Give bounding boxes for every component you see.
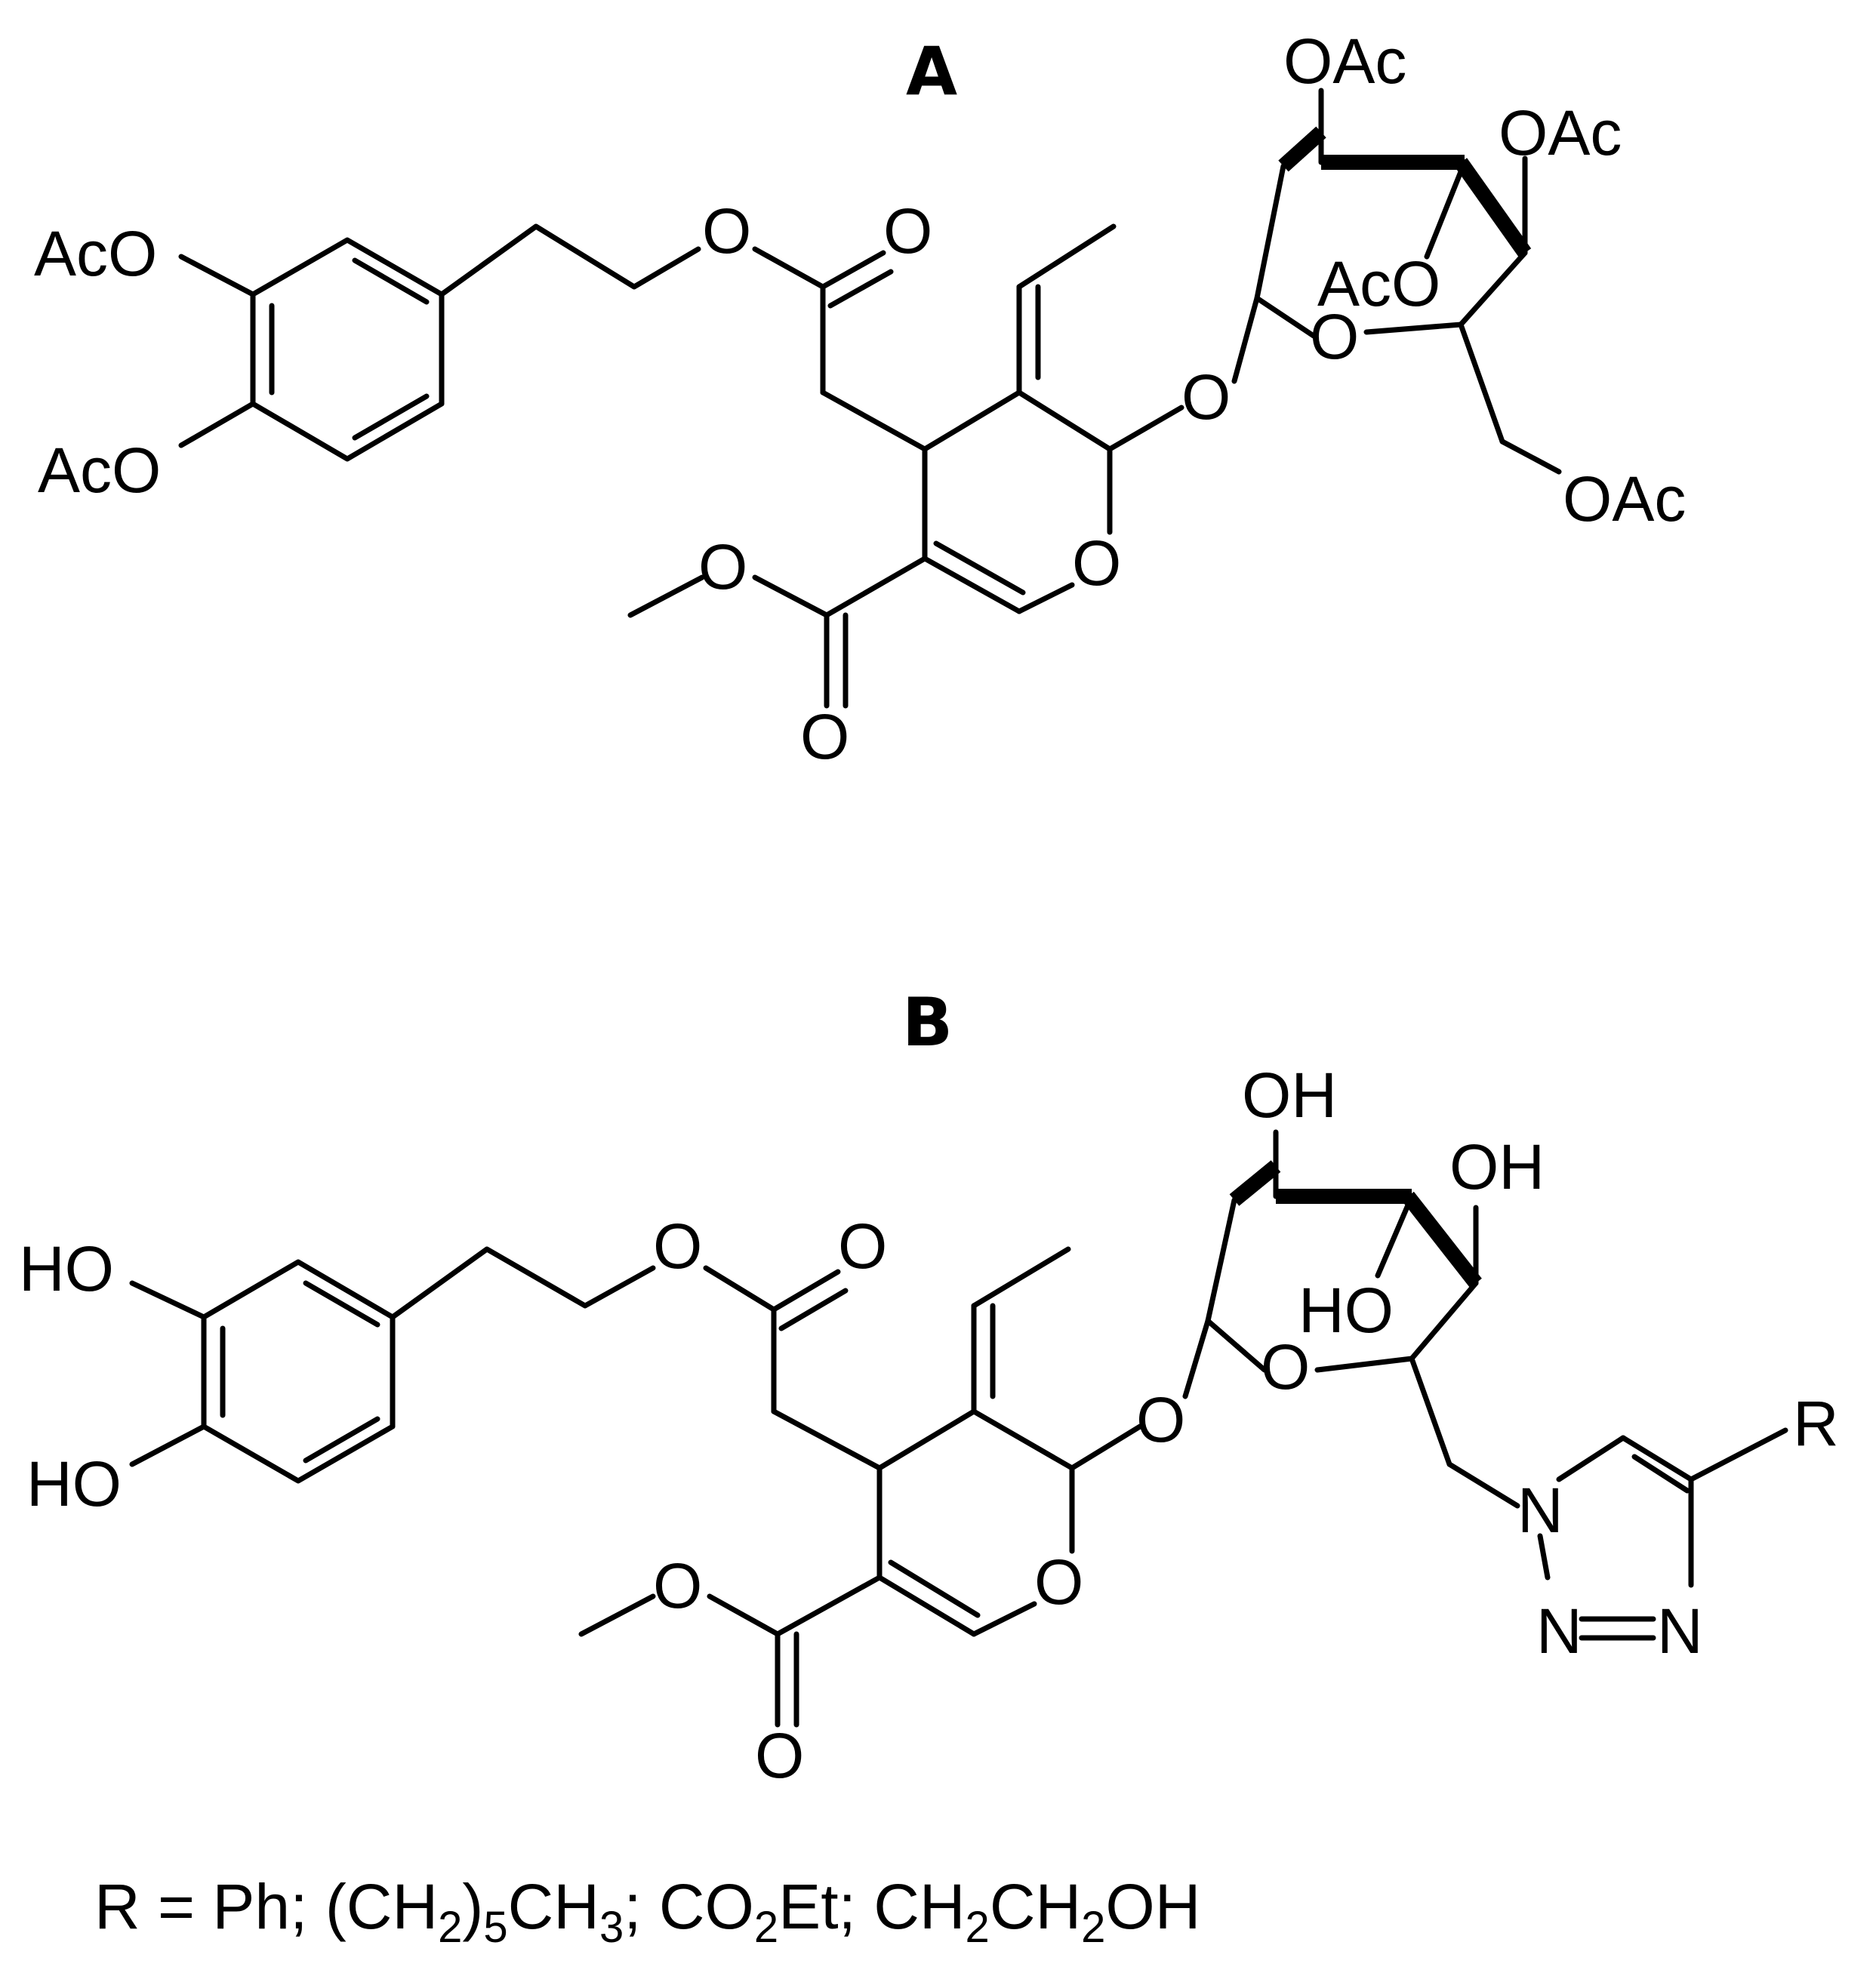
hydroxy-label-b-2: HO bbox=[26, 1448, 122, 1519]
sugar-oac-right-a: OAc bbox=[1499, 97, 1622, 168]
ethyl-linker-a bbox=[439, 223, 701, 297]
acetoxy-label-a-1: AcO bbox=[34, 218, 157, 289]
panel-label-a: A bbox=[906, 32, 957, 110]
methyl-ester-carbonyl-b: O bbox=[755, 1720, 804, 1791]
sugar-aco-inner-a: AcO bbox=[1317, 248, 1440, 319]
glycosidic-oxygen-a: O bbox=[1181, 362, 1231, 432]
sugar-ho-inner-b: HO bbox=[1298, 1275, 1394, 1346]
sugar-ring-oxygen-b: O bbox=[1261, 1331, 1310, 1402]
sugar-ring-b bbox=[1205, 1129, 1520, 1509]
acetoxy-label-a-2: AcO bbox=[38, 435, 161, 506]
carbonyl-oxygen-b: O bbox=[838, 1211, 887, 1282]
ethyl-linker-b bbox=[390, 1246, 656, 1320]
triazole-r-group-b: R bbox=[1793, 1388, 1839, 1459]
triazole-n3-b: N bbox=[1657, 1596, 1703, 1667]
pyran-core-b bbox=[578, 1246, 1211, 1728]
hydroxy-label-b-1: HO bbox=[19, 1233, 114, 1304]
carbonyl-oxygen-a: O bbox=[883, 195, 932, 266]
catechol-ring-b bbox=[129, 1259, 396, 1484]
triazole-ring-b bbox=[1537, 1427, 1788, 1641]
methyl-ester-carbonyl-a: O bbox=[800, 701, 849, 772]
panel-label-b: B bbox=[902, 983, 953, 1061]
glycosidic-oxygen-b: O bbox=[1136, 1384, 1185, 1455]
structure-b: B HO HO O O bbox=[19, 983, 1839, 1791]
sugar-oac-ch2-a: OAc bbox=[1563, 463, 1686, 534]
sugar-ring-oxygen-a: O bbox=[1310, 301, 1359, 372]
carbonyl-bond-b bbox=[771, 1269, 841, 1313]
structure-a: A AcO AcO O O bbox=[34, 26, 1686, 772]
sugar-oac-top-a: OAc bbox=[1283, 26, 1406, 97]
pyran-oxygen-a: O bbox=[1072, 528, 1121, 599]
methoxy-oxygen-b: O bbox=[653, 1550, 702, 1621]
pyran-core-a bbox=[627, 223, 1260, 709]
r-group-legend: R = Ph; (CH2)5CH3; CO2Et; CH2CH2OH bbox=[94, 1871, 1200, 1952]
sugar-ring-a bbox=[1254, 88, 1562, 475]
sugar-oh-top-b: OH bbox=[1242, 1060, 1337, 1131]
carbonyl-bond-a bbox=[820, 250, 886, 290]
ester-oxygen-a: O bbox=[702, 195, 751, 266]
ester-oxygen-b: O bbox=[653, 1211, 702, 1282]
sugar-oh-right-b: OH bbox=[1449, 1131, 1545, 1202]
pyran-oxygen-b: O bbox=[1034, 1547, 1083, 1617]
methoxy-oxygen-a: O bbox=[698, 531, 747, 602]
triazole-n2-b: N bbox=[1536, 1596, 1582, 1667]
catechol-ring-a bbox=[178, 237, 445, 462]
triazole-n1-b: N bbox=[1517, 1475, 1563, 1546]
